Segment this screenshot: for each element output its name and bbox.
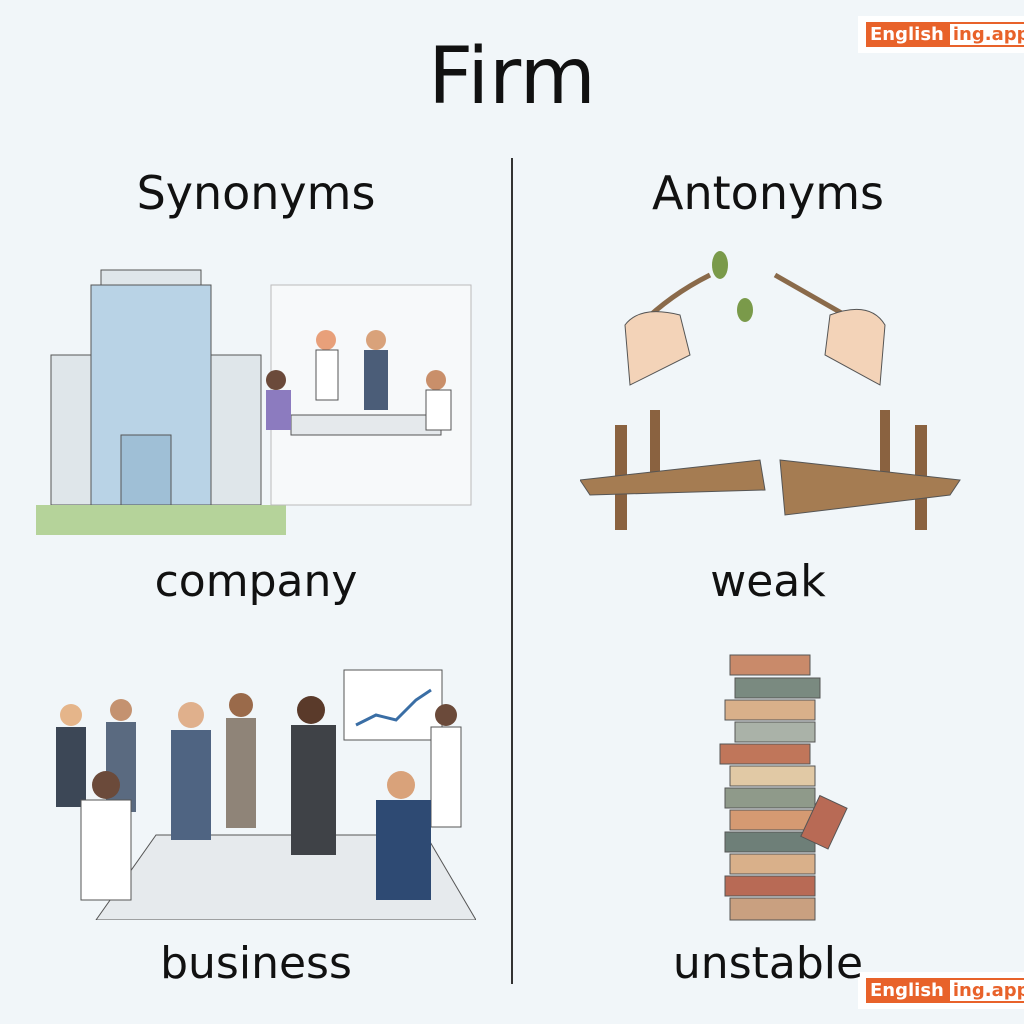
office-building-illustration xyxy=(36,265,476,540)
business-meeting-illustration xyxy=(56,669,476,920)
antonym-word: weak xyxy=(710,556,826,607)
logo-text: ing.app xyxy=(947,978,1024,1003)
synonym-word: company xyxy=(154,556,358,607)
synonyms-heading: Synonyms xyxy=(136,166,376,220)
antonyms-heading: Antonyms xyxy=(652,166,884,220)
logo-text: English xyxy=(866,978,948,1003)
antonym-word: unstable xyxy=(672,938,864,989)
broken-twig-and-bridge-illustration xyxy=(580,251,961,530)
logo-text: ing.app xyxy=(947,22,1024,47)
synonym-word: business xyxy=(160,938,352,989)
jenga-tower-illustration xyxy=(719,654,848,921)
divider xyxy=(511,158,513,984)
logo-text: English xyxy=(866,22,948,47)
page-title: Firm xyxy=(428,32,596,122)
